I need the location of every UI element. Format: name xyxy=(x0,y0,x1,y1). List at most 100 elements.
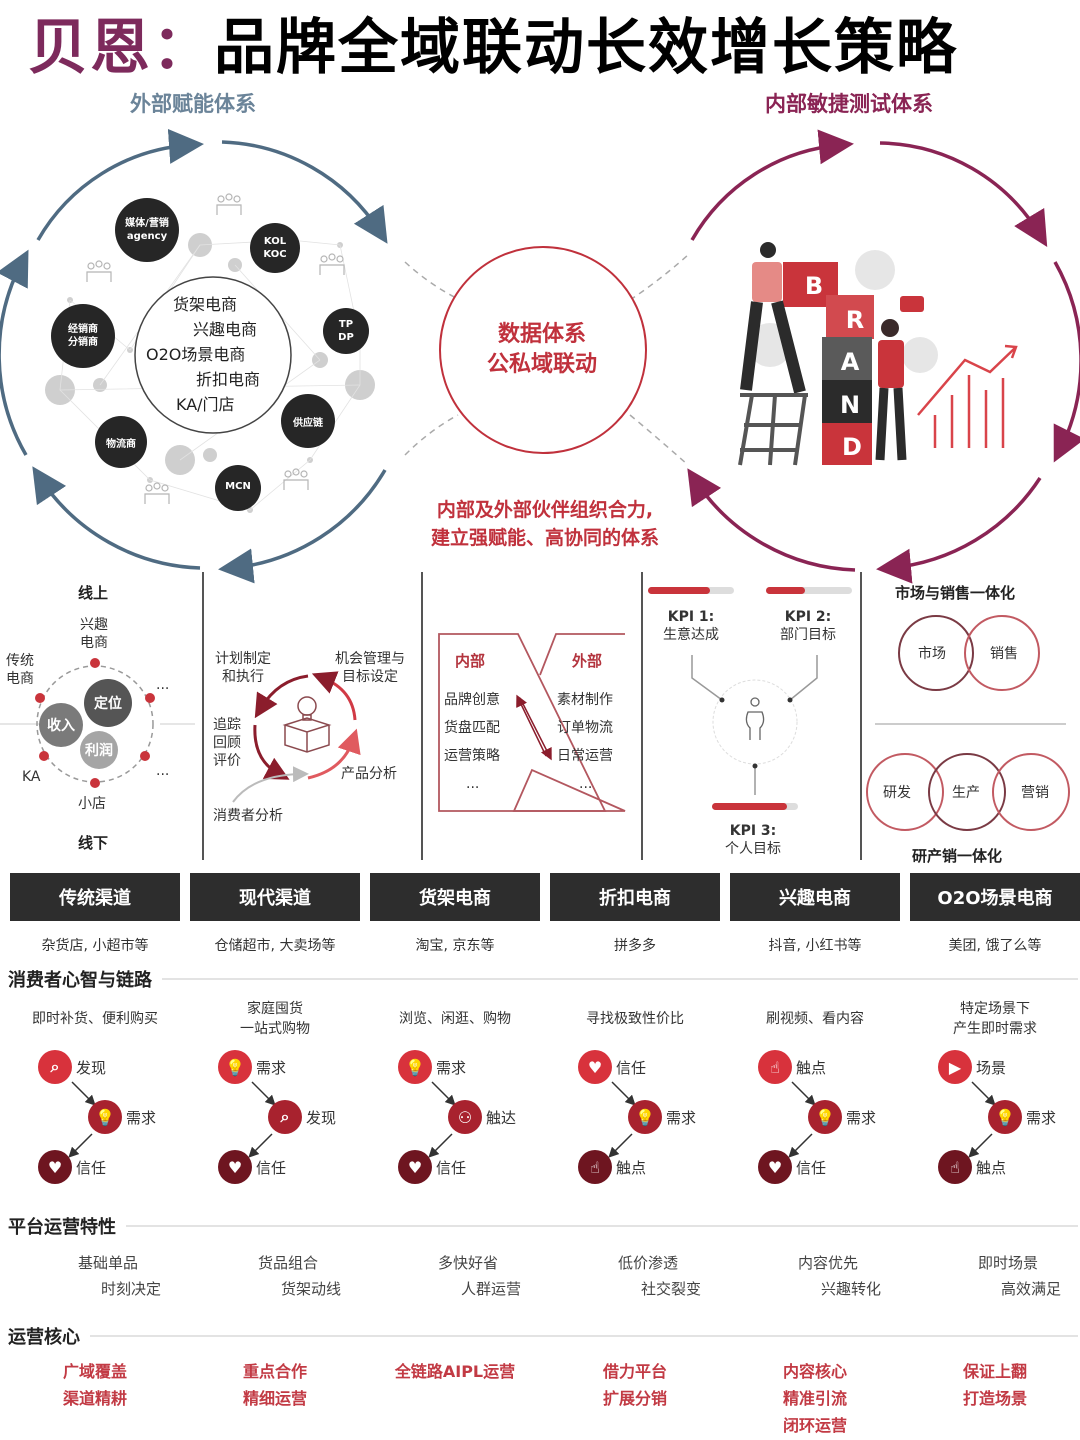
channel-traditional: 传统渠道 xyxy=(10,873,180,921)
bulb-icon: 💡 xyxy=(218,1050,252,1084)
small-store-label: 小店 xyxy=(78,796,106,812)
data-system-circle: 数据体系公私域联动 xyxy=(486,322,597,377)
ellipsis-label: ... xyxy=(156,763,170,779)
touch-icon: ☝ xyxy=(758,1050,792,1084)
core-text: 借力平台扩展分销 xyxy=(602,1362,667,1408)
search-icon: ⌕ xyxy=(38,1050,72,1084)
journey-flow: 💡需求⌕发现♥信任 xyxy=(190,1050,360,1210)
partner-synergy-text: 内部及外部伙伴组织合力,建立强赋能、高协同的体系 xyxy=(430,499,659,549)
external-system-heading: 外部赋能体系 xyxy=(130,92,256,116)
journey-step-label: 信任 xyxy=(796,1159,827,1177)
offline-label: 线下 xyxy=(78,834,109,852)
mindset-text: 即时补货、便利购买 xyxy=(32,1011,158,1027)
internal-external-diagram xyxy=(438,633,626,812)
journey-step-label: 发现 xyxy=(306,1109,337,1127)
market-sales-title: 市场与销售一体化 xyxy=(895,584,1016,602)
core-text: 广域覆盖渠道精耕 xyxy=(62,1362,127,1408)
internal-title: 内部 xyxy=(455,652,486,670)
journey-step-label: 需求 xyxy=(126,1109,157,1127)
channel-examples: 拼多多 xyxy=(614,938,656,954)
consumer-journey-row: ⌕发现💡需求♥信任💡需求⌕发现♥信任💡需求⚇触达♥信任♥信任💡需求☝触点☝触点💡… xyxy=(10,1050,1080,1210)
channel-modern: 现代渠道 xyxy=(190,873,360,921)
external-items: 素材制作订单物流日常运营... xyxy=(557,692,613,792)
channel-shelf-ecom: 货架电商 xyxy=(370,873,540,921)
journey-step-label: 需求 xyxy=(1026,1109,1057,1127)
journey-step-label: 需求 xyxy=(436,1059,467,1077)
journey-step-label: 需求 xyxy=(666,1109,697,1127)
heart-icon: ♥ xyxy=(218,1150,252,1184)
internal-items: 品牌创意货盘匹配运营策略... xyxy=(444,692,500,792)
channel-header-row: 传统渠道 现代渠道 货架电商 折扣电商 兴趣电商 O2O场景电商 xyxy=(10,873,1080,921)
kpi2: KPI 2:部门目标 xyxy=(780,609,836,643)
channel-examples-row: 杂货店, 小超市等 仓储超市, 大卖场等 淘宝, 京东等 拼多多 抖音, 小红书… xyxy=(10,935,1080,955)
title-main: 品牌全域联动长效增长策略 xyxy=(214,13,958,83)
section-ops-core: 运营核心 xyxy=(8,1323,1078,1349)
channel-examples: 抖音, 小红书等 xyxy=(768,938,862,954)
svg-text:B: B xyxy=(805,272,823,300)
channel-examples: 杂货店, 小超市等 xyxy=(41,938,149,954)
heart-icon: ♥ xyxy=(398,1150,432,1184)
people-icon: ⚇ xyxy=(448,1100,482,1134)
svg-text:利润: 利润 xyxy=(85,742,113,759)
mindset-text: 寻找极致性价比 xyxy=(586,1011,684,1027)
online-label: 线上 xyxy=(78,584,109,602)
journey-step-label: 场景 xyxy=(976,1059,1007,1077)
channel-o2o-ecom: O2O场景电商 xyxy=(910,873,1080,921)
journey-flow: ♥信任💡需求☝触点 xyxy=(550,1050,720,1210)
opportunity-goal-label: 机会管理与目标设定 xyxy=(335,651,405,685)
core-text: 内容核心精准引流闭环运营 xyxy=(782,1362,847,1435)
partner-node-supply-chain: 供应链 xyxy=(293,418,323,429)
mindset-text: 浏览、闲逛、购物 xyxy=(399,1011,511,1027)
touch-icon: ☝ xyxy=(938,1150,972,1184)
partner-node-distributor: 经销商分销商 xyxy=(68,324,98,348)
search-icon: ⌕ xyxy=(268,1100,302,1134)
panel-divider xyxy=(641,572,643,860)
journey-flow: ▶场景💡需求☝触点 xyxy=(910,1050,1080,1210)
journey-step-label: 信任 xyxy=(256,1159,287,1177)
journey-step-label: 信任 xyxy=(436,1159,467,1177)
rd-production-sales-title: 研产销一体化 xyxy=(912,847,1003,865)
mindset-row: 即时补货、便利购买 家庭囤货一站式购物 浏览、闲逛、购物 寻找极致性价比 刷视频… xyxy=(10,998,1080,1040)
journey-step-label: 信任 xyxy=(616,1059,647,1077)
journey-flow: ⌕发现💡需求♥信任 xyxy=(10,1050,180,1210)
bulb-icon: 💡 xyxy=(88,1100,122,1134)
channel-discount-ecom: 折扣电商 xyxy=(550,873,720,921)
core-text: 重点合作精细运营 xyxy=(242,1362,307,1408)
bulb-icon: 💡 xyxy=(808,1100,842,1134)
internal-system-heading: 内部敏捷测试体系 xyxy=(765,92,933,116)
section-platform-features: 平台运营特性 xyxy=(8,1213,1078,1239)
feature-text: 内容优先兴趣转化 xyxy=(797,1254,881,1298)
traditional-ecom-label: 传统电商 xyxy=(6,653,34,687)
feature-text: 货品组合货架动线 xyxy=(257,1254,341,1298)
heart-icon: ♥ xyxy=(578,1050,612,1084)
panel-divider xyxy=(421,572,423,860)
cycle-arrows-diagram: B R A N D xyxy=(0,128,1080,584)
core-text: 保证上翻打造场景 xyxy=(962,1362,1027,1408)
external-title: 外部 xyxy=(572,652,603,670)
journey-step-label: 触点 xyxy=(976,1159,1007,1177)
product-analysis-label: 产品分析 xyxy=(341,766,397,782)
journey-flow: ☝触点💡需求♥信任 xyxy=(730,1050,900,1210)
partner-node-mcn: MCN xyxy=(225,481,251,492)
channel-examples: 美团, 饿了么等 xyxy=(948,938,1042,954)
sales-circle: 销售 xyxy=(990,646,1018,662)
title-brand: 贝恩： xyxy=(28,13,214,83)
channel-interest-ecom: 兴趣电商 xyxy=(730,873,900,921)
platform-features-row: 基础单品时刻决定 货品组合货架动线 多快好省人群运营 低价渗透社交裂变 内容优先… xyxy=(10,1250,1080,1302)
marketing-circle: 营销 xyxy=(1021,785,1049,801)
heart-icon: ♥ xyxy=(758,1150,792,1184)
kpi3: KPI 3:个人目标 xyxy=(725,823,781,857)
bulb-icon: 💡 xyxy=(628,1100,662,1134)
channel-examples: 淘宝, 京东等 xyxy=(415,938,495,954)
svg-text:N: N xyxy=(840,391,860,419)
bulb-icon: 💡 xyxy=(398,1050,432,1084)
svg-text:定位: 定位 xyxy=(94,695,122,712)
bulb-icon: 💡 xyxy=(988,1100,1022,1134)
feature-text: 多快好省人群运营 xyxy=(437,1254,521,1298)
consumer-analysis-label: 消费者分析 xyxy=(213,808,283,824)
journey-step-label: 触达 xyxy=(486,1109,517,1127)
partner-node-logistics: 物流商 xyxy=(106,439,136,450)
interest-ecom-label: 兴趣电商 xyxy=(80,617,108,651)
